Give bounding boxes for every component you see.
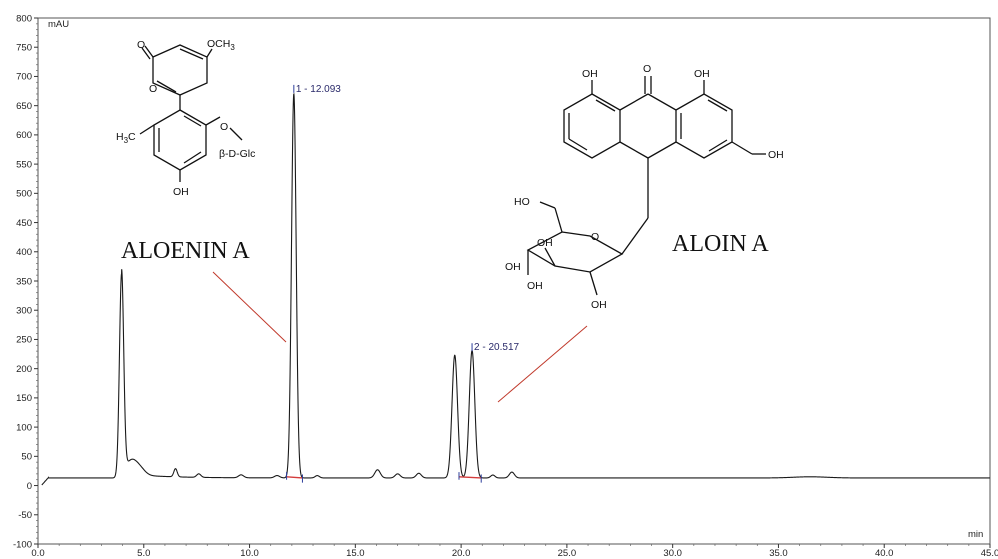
aloenin-och3: OCH3 xyxy=(207,38,235,52)
y-tick-label: 150 xyxy=(16,393,32,404)
aloin-pointer-line xyxy=(497,325,588,403)
peak-labels: 1 - 12.093 2 - 20.517 xyxy=(293,84,520,353)
y-tick-label: 650 xyxy=(16,101,32,112)
y-tick-label: 50 xyxy=(21,452,32,463)
peak-label: 2 - 20.517 xyxy=(474,342,519,353)
aloin-oh-right: OH xyxy=(694,68,710,80)
y-tick-label: 350 xyxy=(16,276,32,287)
y-unit-label: mAU xyxy=(48,19,69,30)
aloin-right-ring xyxy=(675,93,733,159)
y-tick-label: 100 xyxy=(16,422,32,433)
plot-frame xyxy=(37,17,991,545)
aloenin-a-structure xyxy=(139,44,243,182)
aloenin-oh: OH xyxy=(173,186,189,198)
aloin-sugar-oh1: OH xyxy=(537,237,553,249)
aloin-a-structure xyxy=(526,76,766,296)
x-unit-label: min xyxy=(968,529,983,540)
integration-baseline xyxy=(286,476,303,479)
x-tick-label: 30.0 xyxy=(663,548,682,559)
integration-baseline xyxy=(458,476,482,479)
y-tick-label: 200 xyxy=(16,364,32,375)
y-tick-label: 300 xyxy=(16,306,32,317)
y-tick-label: 700 xyxy=(16,72,32,83)
aloin-sugar-o: O xyxy=(591,231,599,243)
x-tick-label: 45.0 xyxy=(981,548,998,559)
benzene-ring xyxy=(153,109,207,171)
y-tick-label: 550 xyxy=(16,159,32,170)
aloin-sugar-oh3: OH xyxy=(527,280,543,292)
x-axis: 0.0 5.0 10.0 15.0 20.0 25.0 30.0 35.0 40.0 45.0 xyxy=(31,544,998,559)
y-tick-label: 750 xyxy=(16,43,32,54)
y-tick-label: 400 xyxy=(16,247,32,258)
x-tick-label: 20.0 xyxy=(452,548,471,559)
y-tick-label: 800 xyxy=(16,13,32,24)
x-tick-label: 40.0 xyxy=(875,548,894,559)
aloin-ch2oh: OH xyxy=(768,149,784,161)
x-tick-label: 15.0 xyxy=(346,548,365,559)
integration-marks xyxy=(286,472,482,483)
x-tick-label: 10.0 xyxy=(240,548,259,559)
aloin-ho: HO xyxy=(514,196,530,208)
aloin-sugar-oh4: OH xyxy=(591,299,607,311)
x-tick-label: 35.0 xyxy=(769,548,788,559)
aloenin-glc: β-D-Glc xyxy=(219,148,255,160)
x-tick-label: 0.0 xyxy=(31,548,44,559)
x-tick-label: 25.0 xyxy=(558,548,577,559)
y-tick-label: -50 xyxy=(18,510,32,521)
aloin-sugar-oh2: OH xyxy=(505,261,521,273)
aloin-a-label: ALOIN A xyxy=(672,231,769,257)
y-tick-label: 450 xyxy=(16,218,32,229)
aloenin-pointer-line xyxy=(212,271,287,343)
peak-label: 1 - 12.093 xyxy=(296,84,341,95)
aloenin-ether-o: O xyxy=(220,121,228,133)
aloin-oh-left: OH xyxy=(582,68,598,80)
aloenin-h3c: H3C xyxy=(116,131,136,145)
plot-border xyxy=(37,17,991,545)
aloenin-ring-o: O xyxy=(149,83,157,95)
y-tick-label: -100 xyxy=(13,539,32,550)
y-axis: -100 -50 0 50 100 150 200 250 300 350 400 450 500 550… xyxy=(13,13,38,550)
y-tick-label: 600 xyxy=(16,130,32,141)
aloin-carbonyl-o: O xyxy=(643,63,651,75)
aloin-left-ring xyxy=(563,93,621,159)
x-tick-label: 5.0 xyxy=(137,548,150,559)
pyranone-ring xyxy=(152,44,208,96)
aloenin-carbonyl-o: O xyxy=(137,39,145,51)
chromatogram-trace xyxy=(41,93,990,486)
y-tick-label: 0 xyxy=(27,481,32,492)
y-tick-label: 500 xyxy=(16,189,32,200)
aloenin-a-label: ALOENIN A xyxy=(121,238,250,264)
y-tick-label: 250 xyxy=(16,335,32,346)
